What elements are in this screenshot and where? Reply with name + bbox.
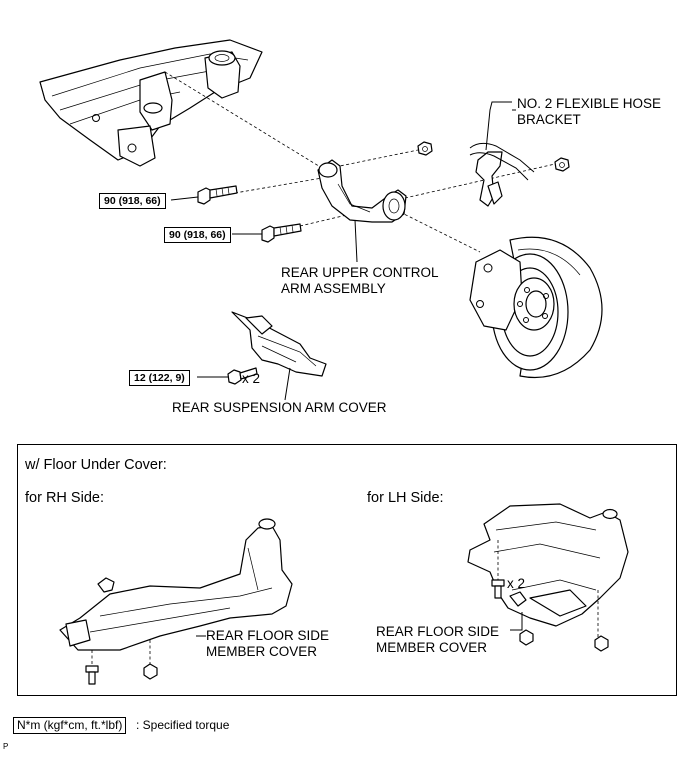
rear-axle-carrier	[469, 236, 603, 379]
hose-bracket-label-line2: BRACKET	[517, 112, 581, 127]
rh-cover-label-line1: REAR FLOOR SIDE	[206, 628, 330, 643]
cover-bolt	[227, 367, 258, 385]
legend-torque-unit-box: N*m (kgf*cm, ft.*lbf)	[13, 717, 127, 734]
arm-cover-label: REAR SUSPENSION ARM COVER	[172, 400, 387, 415]
upper-arm-label-line2: ARM ASSEMBLY	[281, 281, 386, 296]
torque-box-lower-bolt: 90 (918, 66)	[164, 227, 231, 243]
leader-arm-to-knuckle	[399, 211, 481, 253]
leader-arm-to-nut	[404, 163, 556, 199]
rh-floor-side-member-cover	[59, 518, 293, 651]
legend-description: : Specified torque	[136, 718, 230, 732]
lh-cover-qty-label: x 2	[507, 576, 526, 591]
rh-cover-label-line2: MEMBER COVER	[206, 644, 318, 659]
leader-upper-arm-label	[354, 219, 358, 263]
lh-floor-side-member-cover	[467, 503, 629, 627]
lh-side-title: for LH Side:	[367, 490, 444, 506]
hose-bracket	[469, 101, 535, 207]
leader-nut-upper	[329, 149, 419, 169]
upper-bolt	[197, 185, 238, 205]
torque-connector-upper	[170, 196, 199, 201]
lh-nut-right	[594, 635, 609, 652]
bracket-nut	[554, 157, 570, 172]
lh-bolt	[491, 579, 505, 599]
upper-nut	[417, 141, 433, 156]
rh-bolt	[85, 665, 99, 685]
lh-nut-lower	[519, 629, 534, 646]
rh-nut	[143, 663, 158, 680]
leader-bolt-upper	[234, 177, 323, 194]
lh-cover-label-line2: MEMBER COVER	[376, 640, 488, 655]
lower-bolt	[261, 223, 302, 243]
upper-arm-label-line1: REAR UPPER CONTROL	[281, 265, 439, 280]
hose-bracket-label-line1: NO. 2 FLEXIBLE HOSE	[517, 96, 662, 111]
rear-suspension-arm-cover	[231, 311, 327, 377]
torque-box-upper-bolt: 90 (918, 66)	[99, 193, 166, 209]
footer-mark: P	[3, 742, 9, 751]
rh-side-title: for RH Side:	[25, 490, 104, 506]
floor-under-cover-panel	[17, 444, 677, 696]
arm-cover-qty-label: x 2	[242, 371, 261, 386]
rear-upper-control-arm	[317, 159, 407, 223]
leader-member-to-arm	[164, 71, 323, 169]
lh-leader-label	[510, 612, 523, 631]
rear-suspension-member	[39, 39, 263, 167]
leader-arm-cover-label	[284, 367, 291, 401]
floor-panel-title: w/ Floor Under Cover:	[25, 457, 167, 473]
torque-box-cover-bolt: 12 (122, 9)	[129, 370, 190, 386]
lh-cover-label-line1: REAR FLOOR SIDE	[376, 624, 500, 639]
